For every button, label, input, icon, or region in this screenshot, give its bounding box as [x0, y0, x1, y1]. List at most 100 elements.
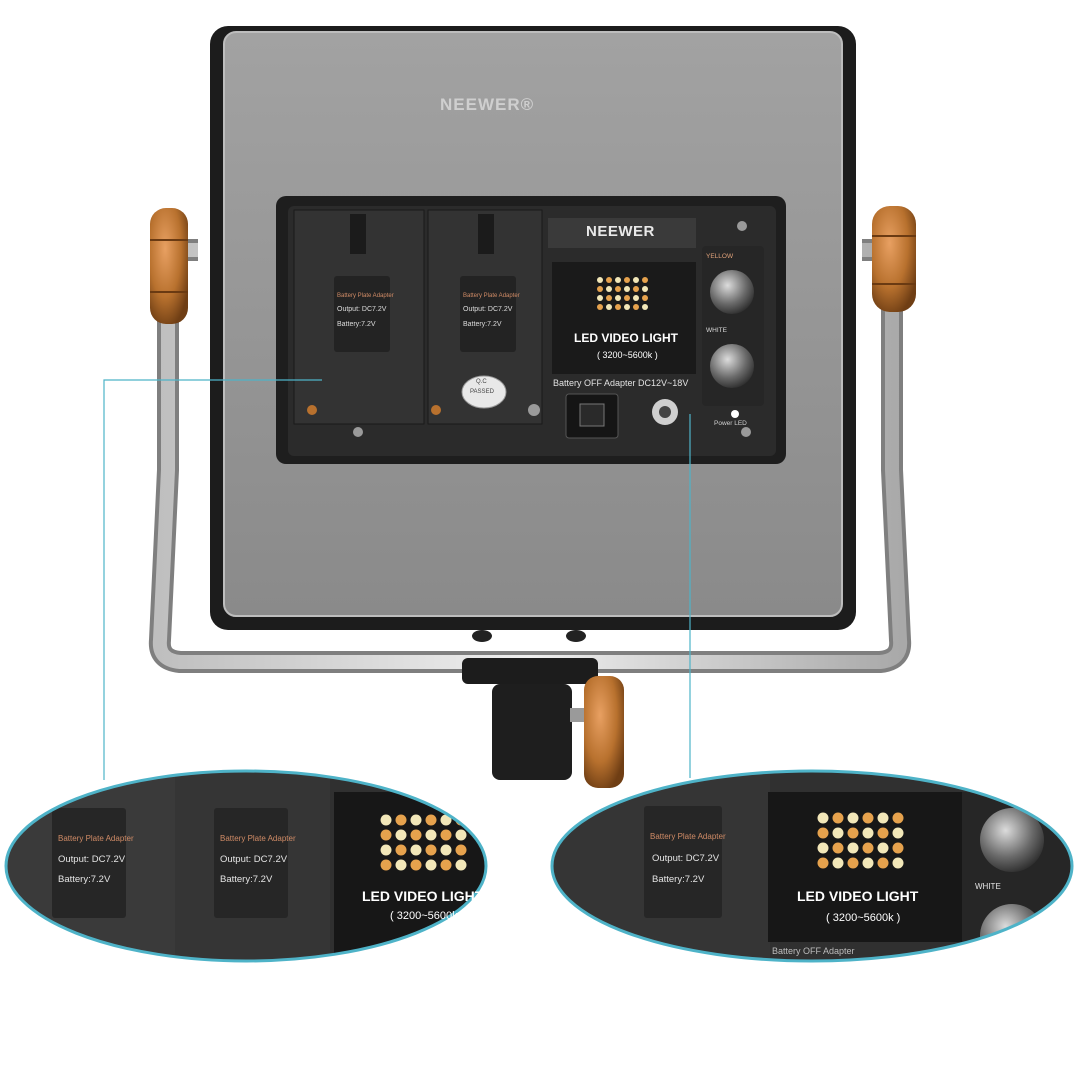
led-dot	[624, 277, 630, 283]
led-dot	[624, 286, 630, 292]
led-dot	[624, 295, 630, 301]
led-dot	[380, 844, 392, 856]
zoom-left-plate-2-title: Battery Plate Adapter	[220, 834, 296, 843]
led-dot	[597, 295, 603, 301]
plate-1-output: Output: DC7.2V	[337, 306, 387, 313]
led-dot	[606, 304, 612, 310]
led-dot	[425, 829, 437, 841]
led-dot	[892, 812, 904, 824]
led-dot	[395, 814, 407, 826]
led-dot	[380, 829, 392, 841]
led-dot	[425, 844, 437, 856]
led-dot	[633, 304, 639, 310]
led-dot	[615, 277, 621, 283]
zoom-right-plate-output: Output: DC7.2V	[652, 853, 720, 864]
led-dot	[606, 286, 612, 292]
led-dot	[877, 827, 889, 839]
zoom-right-white-label: WHITE	[975, 882, 1001, 891]
zoom-left-plate-1-battery: Battery:7.2V	[58, 874, 111, 885]
led-dot	[597, 304, 603, 310]
led-dot	[817, 842, 829, 854]
led-dot	[633, 295, 639, 301]
knob-white-label: WHITE	[706, 327, 727, 334]
led-dot	[877, 857, 889, 869]
led-dot	[380, 814, 392, 826]
led-dot	[817, 812, 829, 824]
led-dot	[847, 842, 859, 854]
led-dot	[847, 827, 859, 839]
led-dot	[633, 277, 639, 283]
led-dot	[862, 842, 874, 854]
led-dot	[425, 814, 437, 826]
zoom-right-battery-row: Battery OFF Adapter	[772, 946, 855, 956]
qc-sticker-line2: PASSED	[470, 389, 494, 395]
led-dot	[862, 827, 874, 839]
knob-left	[150, 208, 188, 324]
led-dot	[892, 857, 904, 869]
knob-right	[872, 206, 916, 312]
led-dot	[862, 857, 874, 869]
led-dot	[440, 859, 452, 871]
led-dot	[597, 286, 603, 292]
stand-mount	[462, 630, 624, 788]
led-dot	[380, 859, 392, 871]
zoom-left-led-title: LED VIDEO LIGHT	[362, 888, 484, 904]
led-dot	[832, 812, 844, 824]
zoom-left-plate-2-battery: Battery:7.2V	[220, 874, 273, 885]
led-dot	[832, 827, 844, 839]
led-dot	[395, 844, 407, 856]
led-dot	[440, 829, 452, 841]
led-range: ( 3200~5600k )	[597, 350, 658, 360]
led-dot	[832, 842, 844, 854]
led-dot	[877, 842, 889, 854]
zoom-right-led-range: ( 3200~5600k )	[826, 912, 901, 924]
zoom-right-led-title: LED VIDEO LIGHT	[797, 888, 919, 904]
led-dot	[892, 842, 904, 854]
led-dot	[615, 286, 621, 292]
led-dot	[624, 304, 630, 310]
led-dot	[455, 829, 467, 841]
led-dot	[440, 814, 452, 826]
zoom-right-plate-title: Battery Plate Adapter	[650, 832, 726, 841]
battery-adapter-label: Battery OFF Adapter DC12V~18V	[553, 378, 689, 388]
led-dot	[892, 827, 904, 839]
power-led-label: Power LED	[714, 420, 747, 427]
plate-1-battery: Battery:7.2V	[337, 321, 376, 328]
zoom-left-led-range: ( 3200~5600k )	[390, 910, 465, 922]
led-dot	[642, 286, 648, 292]
led-dot	[877, 812, 889, 824]
plate-2-title: Battery Plate Adapter	[463, 293, 520, 299]
knob-yellow-label: YELLOW	[706, 253, 734, 260]
zoom-left-plate-1-title: Battery Plate Adapter	[58, 834, 134, 843]
led-dot	[410, 844, 422, 856]
led-dot	[606, 277, 612, 283]
led-dot-grid-main	[597, 277, 648, 310]
led-dot	[425, 859, 437, 871]
control-panel	[276, 196, 786, 464]
led-dot	[642, 295, 648, 301]
zoom-left-plate-1-output: Output: DC7.2V	[58, 854, 126, 865]
led-dot	[615, 304, 621, 310]
led-dot	[395, 829, 407, 841]
led-dot	[440, 844, 452, 856]
zoom-callout-right	[550, 769, 1074, 963]
led-title: LED VIDEO LIGHT	[574, 331, 679, 345]
led-dot	[410, 859, 422, 871]
led-dot	[832, 857, 844, 869]
brand-logo-faint: NEEWER®	[440, 95, 535, 114]
callout-lines	[103, 379, 691, 780]
led-dot	[817, 827, 829, 839]
led-dot	[455, 859, 467, 871]
zoom-callout-left	[4, 769, 488, 963]
plate-1-title: Battery Plate Adapter	[337, 293, 394, 299]
led-dot	[817, 857, 829, 869]
led-dot	[847, 812, 859, 824]
led-dot	[597, 277, 603, 283]
led-dot	[847, 857, 859, 869]
led-dot	[862, 812, 874, 824]
plate-2-battery: Battery:7.2V	[463, 321, 502, 328]
led-dot	[410, 814, 422, 826]
brand-logo: NEEWER	[586, 223, 655, 240]
led-dot	[642, 304, 648, 310]
